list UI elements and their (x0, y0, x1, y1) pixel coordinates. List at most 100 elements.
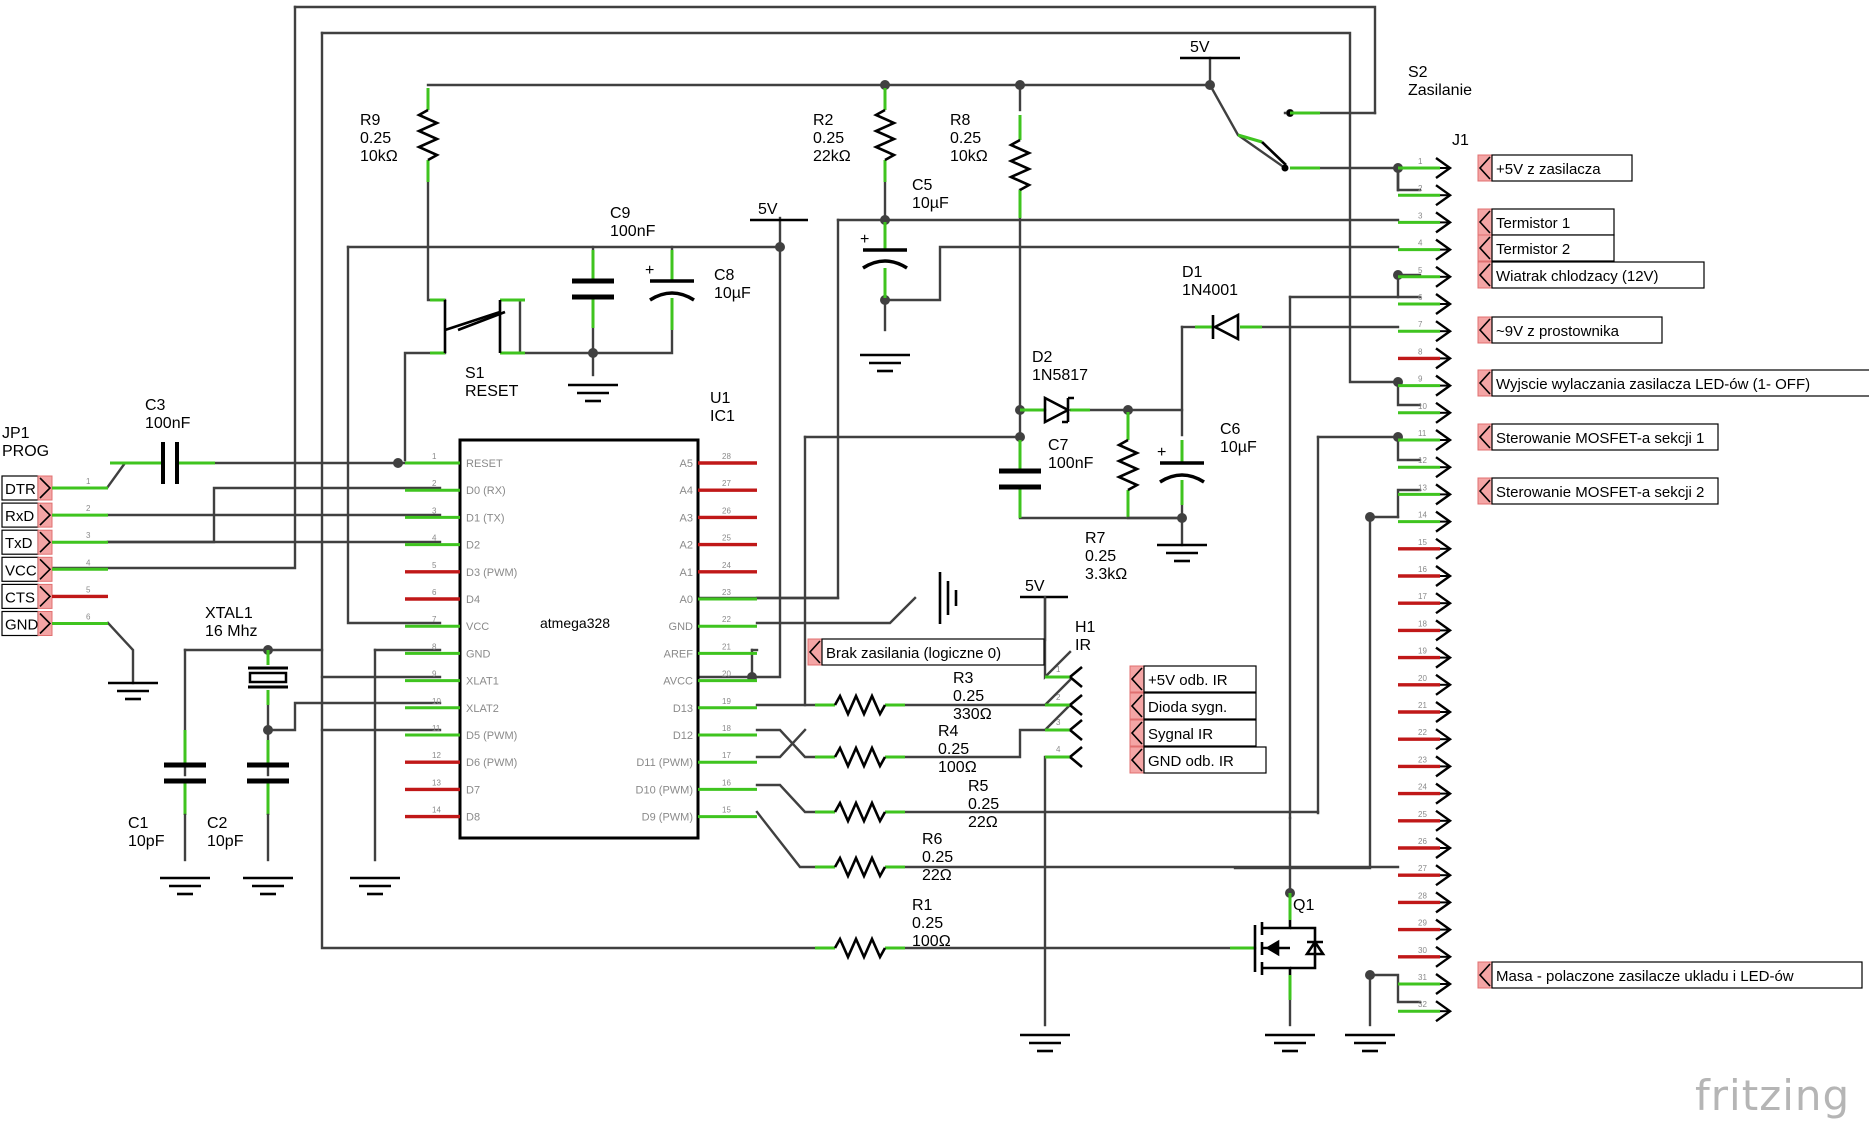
j1-pin-number: 28 (1418, 891, 1427, 900)
flag-label: Masa - polaczone zasilacze ukladu i LED-… (1496, 968, 1794, 985)
chevron-left-icon (1130, 721, 1143, 745)
j1-pin-number: 6 (1418, 293, 1423, 302)
ground-icon (860, 353, 910, 373)
r6-rating: 0.25 (922, 849, 953, 866)
arrow-right-icon (1435, 238, 1453, 261)
svg-text:2: 2 (1056, 693, 1061, 702)
net-flag-ir_dioda: Dioda sygn. (1129, 692, 1257, 720)
flag-label: Sygnal IR (1148, 726, 1213, 743)
arrow-right-icon (1435, 673, 1453, 696)
net-flag-prostownik: ~9V z prostownika (1477, 316, 1663, 344)
ic-pin-name: D9 (PWM) (642, 812, 693, 824)
jp1-pin-box (1, 475, 39, 501)
j1-pin-number: 20 (1418, 674, 1427, 683)
j1-pin-number: 21 (1418, 701, 1427, 710)
jp1-pin-number: 5 (86, 585, 91, 594)
r2-ref: R2 (813, 112, 834, 129)
ic-pin-number: 2 (432, 479, 437, 488)
junctions (263, 80, 1403, 980)
ic-pin-number: 21 (722, 642, 731, 651)
svg-text:1: 1 (1056, 665, 1061, 674)
flag-box (1143, 746, 1267, 774)
ic-pin-name: D6 (PWM) (466, 757, 517, 769)
connector-h1: 12 34 (1045, 665, 1083, 768)
h1-ref: H1 (1075, 619, 1096, 636)
arrow-right-icon (1435, 293, 1453, 315)
arrow-right-icon (1435, 510, 1453, 533)
arrow-right-icon (1435, 157, 1453, 179)
flag-label: Wyjscie wylaczania zasilacza LED-ów (1- … (1496, 376, 1810, 393)
flag-label: Termistor 1 (1496, 215, 1570, 232)
r6-value: 22Ω (922, 867, 952, 884)
resistor-r7 (1115, 438, 1141, 492)
ic-pin-name: D13 (673, 703, 693, 715)
chevron-left-icon (1478, 371, 1491, 395)
ground-icon (108, 681, 158, 701)
svg-text:+: + (860, 231, 869, 248)
r4-value: 100Ω (938, 759, 977, 776)
flag-label: Dioda sygn. (1148, 699, 1227, 716)
chevron-left-icon (1130, 667, 1143, 691)
jp1-pin-label: GND (5, 617, 39, 634)
c5-ref: C5 (912, 177, 933, 194)
flag-box (1491, 261, 1705, 289)
ic-pin-number: 12 (432, 751, 441, 760)
jp1-pin-number: 4 (86, 558, 91, 567)
ic-pin-number: 7 (432, 615, 437, 624)
xtal1-value: 16 Mhz (205, 623, 257, 640)
arrow-right-icon (1435, 565, 1453, 587)
ic-pin-number: 6 (432, 588, 437, 597)
chevron-left-icon (1130, 694, 1143, 718)
ic-pin-name: XLAT2 (466, 703, 499, 715)
resistor-r4 (833, 744, 887, 770)
net-flag-ir_sygnal: Sygnal IR (1129, 719, 1257, 747)
svg-text:4: 4 (1056, 745, 1061, 754)
arrow-right-icon (1435, 374, 1453, 397)
ground-icon (938, 572, 958, 624)
chevron-left-icon (1478, 425, 1491, 449)
ic-pin-number: 11 (432, 724, 441, 733)
arrow-right-icon (1435, 1000, 1453, 1023)
c2-ref: C2 (207, 815, 228, 832)
j1-pin-number: 17 (1418, 592, 1427, 601)
net-flag-ir_plus: +5V odb. IR (1129, 665, 1257, 693)
ic-pin-number: 28 (722, 452, 731, 461)
ground-symbols (108, 353, 1395, 1053)
s1-ref: S1 (465, 365, 485, 382)
arrow-right-icon (1435, 945, 1453, 968)
ground-icon (1265, 1033, 1315, 1053)
chevron-left-icon (1478, 263, 1491, 287)
r9-value: 10kΩ (360, 148, 398, 165)
ic-pin-name: RESET (466, 458, 503, 470)
net-flag-mosfet2: Sterowanie MOSFET-a sekcji 2 (1477, 477, 1719, 505)
ic-pin-number: 22 (722, 615, 731, 624)
ic-pin-number: 4 (432, 534, 437, 543)
r5-ref: R5 (968, 778, 989, 795)
r9-rating: 0.25 (360, 130, 391, 147)
jp1-pin-number: 2 (86, 504, 91, 513)
c1-value: 10pF (128, 833, 165, 850)
jp1-pin-label: CTS (5, 589, 35, 606)
ic-pin-number: 5 (432, 561, 437, 570)
chevron-left-icon (1130, 748, 1143, 772)
flag-label: +5V z zasilacza (1496, 161, 1601, 178)
jp1-pin-label: RxD (5, 508, 34, 525)
flag-label: Sterowanie MOSFET-a sekcji 2 (1496, 484, 1704, 501)
j1-pin-number: 5 (1418, 266, 1423, 275)
jp1-pin-label: DTR (5, 481, 36, 498)
arrow-right-icon (1435, 320, 1453, 343)
jp1-pin-box (1, 583, 39, 610)
j1-pin-number: 32 (1418, 1000, 1427, 1009)
d1-ref: D1 (1182, 264, 1203, 281)
ic-pin-number: 3 (432, 506, 437, 515)
svg-text:+: + (1157, 444, 1166, 461)
ic-pin-name: A0 (680, 594, 693, 606)
jp1-pin-number: 6 (86, 613, 91, 622)
r7-ref: R7 (1085, 530, 1106, 547)
arrow-right-icon (1435, 837, 1453, 859)
jp1-pin-label: TxD (5, 535, 33, 552)
j1-pin-number: 30 (1418, 946, 1427, 955)
power-label-5v: 5V (758, 201, 778, 218)
resistor-r2 (872, 108, 898, 162)
